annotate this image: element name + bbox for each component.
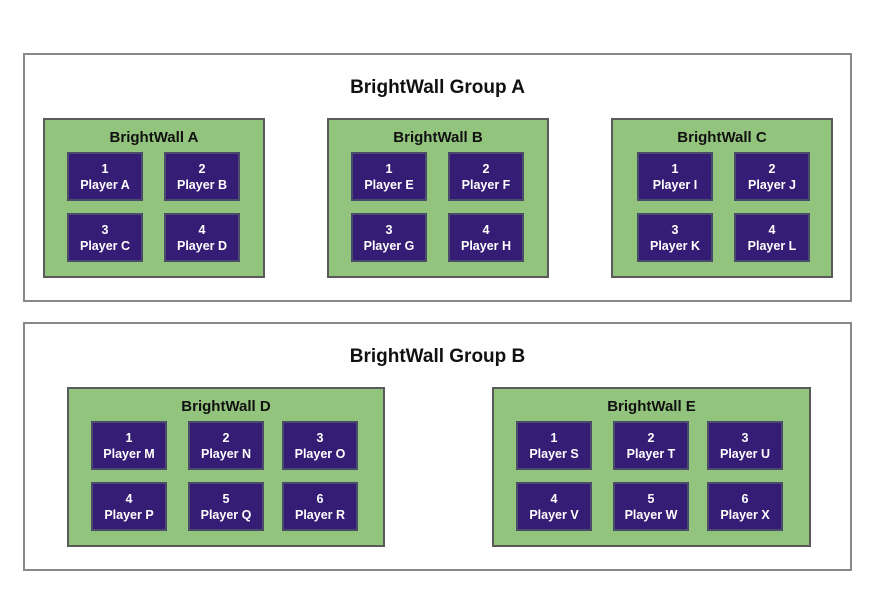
player-name: Player B bbox=[176, 177, 228, 192]
player-name: Player P bbox=[104, 507, 154, 522]
player-number: 4 bbox=[198, 222, 206, 237]
player-number: 2 bbox=[222, 430, 230, 445]
player-name: Player Q bbox=[200, 507, 252, 522]
player-name: Player H bbox=[460, 238, 512, 253]
player-name: Player A bbox=[80, 177, 130, 192]
wall-title: BrightWall A bbox=[109, 129, 199, 146]
player-name: Player E bbox=[364, 177, 414, 192]
player-number: 2 bbox=[482, 161, 490, 176]
player-name: Player G bbox=[363, 238, 415, 253]
player-name: Player M bbox=[103, 446, 155, 461]
player-name: Player N bbox=[200, 446, 252, 461]
player-number: 2 bbox=[647, 430, 655, 445]
player-name: Player U bbox=[719, 446, 771, 461]
player-name: Player T bbox=[626, 446, 676, 461]
player-number: 4 bbox=[550, 491, 558, 506]
player-number: 2 bbox=[768, 161, 776, 176]
player-name: Player R bbox=[294, 507, 346, 522]
player-name: Player J bbox=[748, 177, 796, 192]
player-number: 6 bbox=[316, 491, 324, 506]
wall-title: BrightWall C bbox=[677, 129, 767, 146]
player-name: Player C bbox=[79, 238, 131, 253]
player-number: 1 bbox=[671, 161, 679, 176]
player-name: Player X bbox=[720, 507, 770, 522]
group-title: BrightWall Group B bbox=[349, 346, 526, 367]
player-name: Player W bbox=[624, 507, 678, 522]
wall-title: BrightWall D bbox=[181, 398, 271, 415]
player-number: 2 bbox=[198, 161, 206, 176]
player-number: 1 bbox=[385, 161, 393, 176]
player-number: 3 bbox=[316, 430, 324, 445]
wall-title: BrightWall B bbox=[393, 129, 483, 146]
player-number: 3 bbox=[741, 430, 749, 445]
player-number: 3 bbox=[671, 222, 679, 237]
player-number: 3 bbox=[101, 222, 109, 237]
wall-title: BrightWall E bbox=[607, 398, 696, 415]
player-name: Player V bbox=[529, 507, 579, 522]
player-number: 4 bbox=[768, 222, 776, 237]
player-name: Player K bbox=[649, 238, 701, 253]
player-name: Player L bbox=[747, 238, 797, 253]
player-name: Player F bbox=[461, 177, 511, 192]
player-number: 4 bbox=[482, 222, 490, 237]
player-number: 1 bbox=[125, 430, 133, 445]
player-number: 1 bbox=[550, 430, 558, 445]
player-name: Player I bbox=[652, 177, 698, 192]
player-number: 3 bbox=[385, 222, 393, 237]
player-number: 4 bbox=[125, 491, 133, 506]
player-number: 1 bbox=[101, 161, 109, 176]
group-title: BrightWall Group A bbox=[350, 77, 525, 98]
player-number: 5 bbox=[222, 491, 230, 506]
player-number: 5 bbox=[647, 491, 655, 506]
player-name: Player O bbox=[294, 446, 346, 461]
player-name: Player D bbox=[176, 238, 228, 253]
player-name: Player S bbox=[529, 446, 579, 461]
player-number: 6 bbox=[741, 491, 749, 506]
